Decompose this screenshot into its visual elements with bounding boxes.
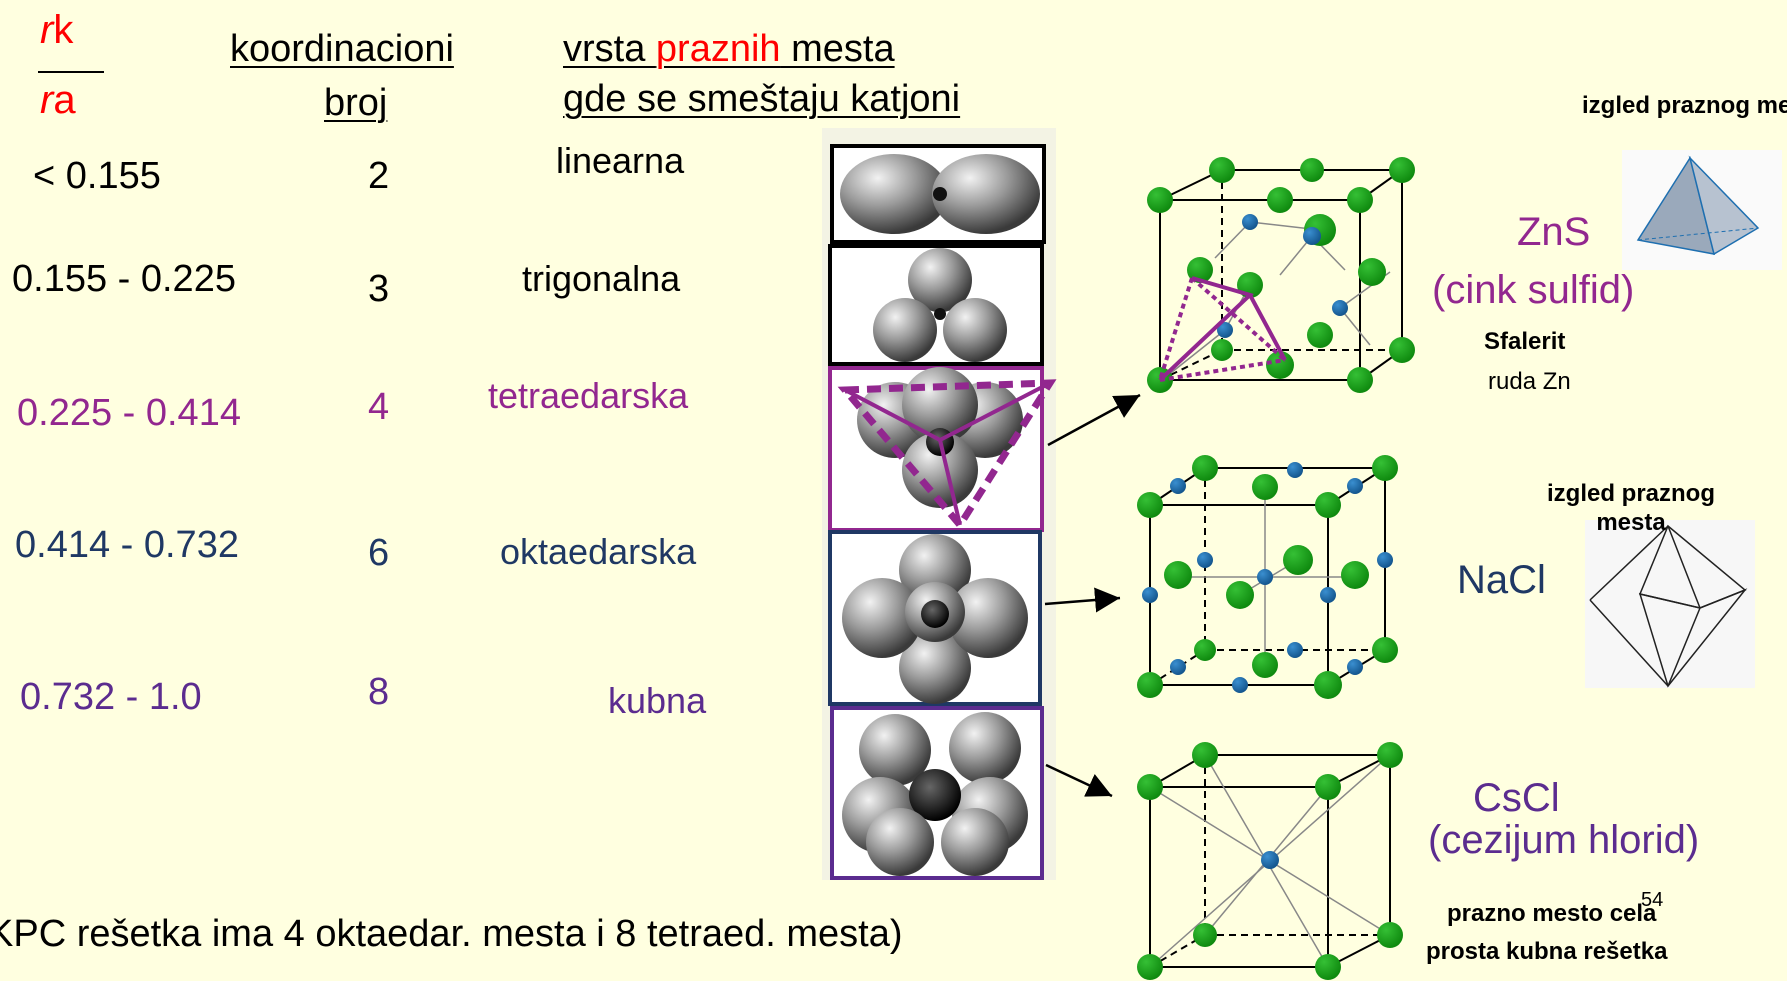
zns-ore: ruda Zn [1488, 368, 1571, 395]
octahedron-void-image [1585, 520, 1755, 688]
cn-row-5: 8 [368, 671, 390, 713]
cscl-name: (cezijum hlorid) [1428, 818, 1700, 862]
cscl-note-line2: prosta kubna rešetka [1426, 938, 1668, 965]
site-header-line2: gde se smeštaju katjoni [563, 78, 961, 120]
coordination-header-line2: broj [324, 82, 388, 124]
footer-note: KPC rešetka ima 4 oktaedar. mesta i 8 te… [0, 913, 903, 955]
ratio-row-5: 0.732 - 1.0 [20, 676, 202, 718]
zns-unit-cell [1147, 157, 1415, 393]
ratio-row-1: < 0.155 [33, 155, 161, 197]
page-number: 54 [1641, 889, 1664, 911]
ratio-row-4: 0.414 - 0.732 [15, 524, 239, 566]
octahedral-site-image [828, 530, 1042, 706]
coordination-header-line1: koordinacioni [230, 28, 454, 70]
tetrahedral-site-image [828, 366, 1057, 532]
ratio-row-2: 0.155 - 0.225 [12, 258, 236, 300]
ratio-header-denominator: ra [40, 78, 76, 122]
zns-void-caption: izgled praznog mesta [1582, 92, 1787, 119]
trigonal-site-image [828, 244, 1044, 366]
cn-row-4: 6 [368, 532, 390, 574]
site-row-2: trigonalna [522, 258, 681, 299]
arrow-tetra [1047, 393, 1141, 447]
cscl-unit-cell [1137, 742, 1403, 980]
nacl-unit-cell [1137, 455, 1398, 699]
arrow-octa [1044, 587, 1121, 613]
cn-row-1: 2 [368, 155, 390, 197]
site-row-5: kubna [608, 680, 707, 721]
zns-name: (cink sulfid) [1432, 268, 1635, 312]
ratio-header-numerator: rk [40, 8, 74, 52]
zns-mineral: Sfalerit [1484, 328, 1566, 355]
tetrahedron-void-image [1622, 150, 1782, 270]
arrow-cubic [1045, 763, 1113, 798]
linear-site-image [830, 144, 1046, 244]
zns-formula: ZnS [1517, 210, 1591, 254]
cn-row-3: 4 [368, 386, 390, 428]
site-row-4: oktaedarska [500, 531, 697, 572]
site-row-3: tetraedarska [488, 375, 689, 416]
cn-row-2: 3 [368, 268, 390, 310]
site-row-1: linearna [556, 140, 685, 181]
cscl-formula: CsCl [1473, 776, 1560, 820]
fraction-bar [38, 71, 104, 73]
cubic-site-image [830, 706, 1044, 880]
site-header-line1: vrsta praznih mesta [563, 28, 895, 70]
nacl-formula: NaCl [1457, 558, 1546, 602]
cscl-note-line1: prazno mesto cela [1447, 900, 1657, 927]
ratio-row-3: 0.225 - 0.414 [17, 392, 241, 434]
nacl-void-caption: izgled praznog mesta [1547, 480, 1715, 536]
